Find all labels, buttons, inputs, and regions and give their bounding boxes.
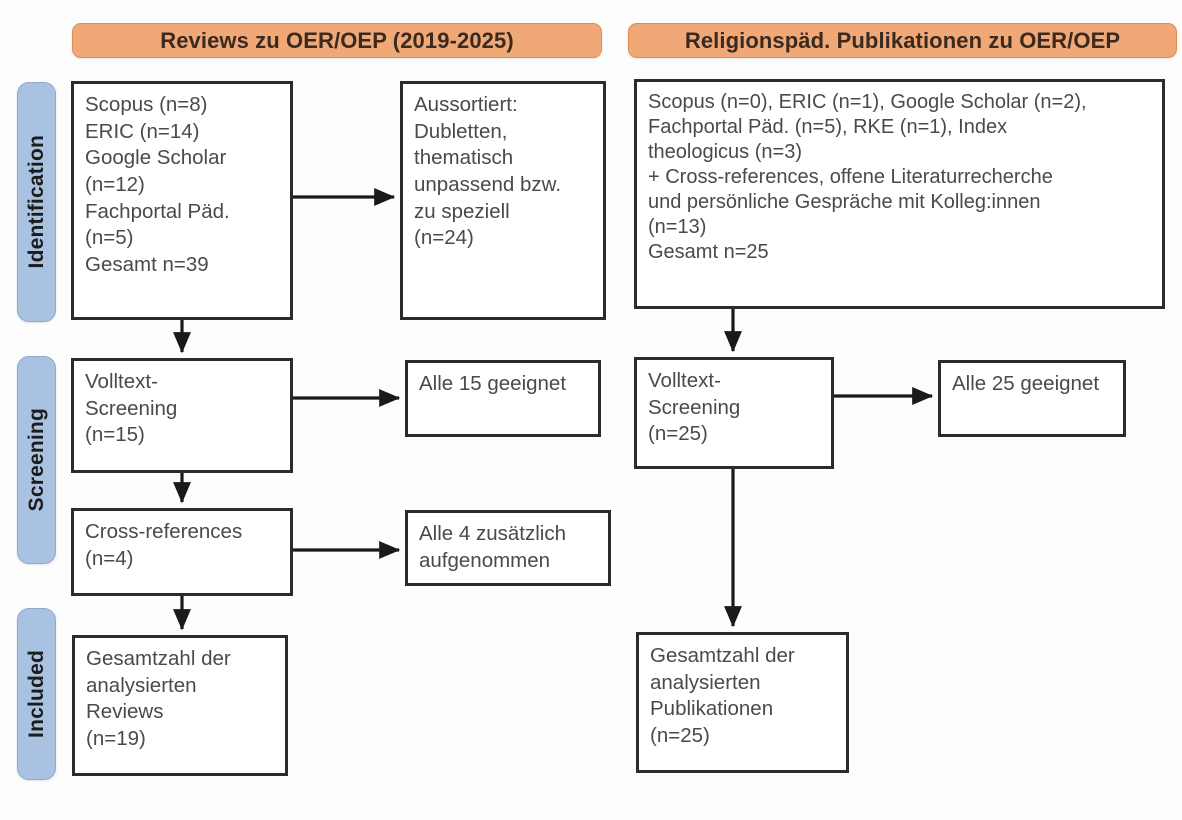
box-left-screening-fulltext-text: Volltext- Screening (n=15) — [85, 370, 178, 447]
box-left-included-total-text: Gesamtzahl der analysierten Reviews (n=1… — [86, 647, 231, 750]
box-left-screening-fulltext: Volltext- Screening (n=15) — [71, 358, 293, 473]
phase-label-identification: Identification — [17, 82, 56, 322]
box-right-included-total-text: Gesamtzahl der analysierten Publikatione… — [650, 644, 795, 747]
box-left-screening-crossrefs-added-text: Alle 4 zusätzlich aufgenommen — [419, 522, 566, 572]
box-left-identification-excluded-text: Aussortiert: Dubletten, thematisch unpas… — [414, 93, 562, 250]
box-right-identification-sources-text: Scopus (n=0), ERIC (n=1), Google Scholar… — [648, 91, 1087, 263]
column-header-religionspaed: Religionspäd. Publikationen zu OER/OEP — [628, 23, 1177, 58]
phase-label-screening-text: Screening — [24, 408, 48, 512]
box-left-screening-eligible: Alle 15 geeignet — [405, 360, 601, 437]
column-header-religionspaed-label: Religionspäd. Publikationen zu OER/OEP — [684, 27, 1121, 53]
column-header-reviews-label: Reviews zu OER/OEP (2019-2025) — [160, 27, 514, 53]
box-left-identification-excluded: Aussortiert: Dubletten, thematisch unpas… — [400, 81, 606, 320]
box-left-screening-crossrefs: Cross-references (n=4) — [71, 508, 293, 596]
box-right-included-total: Gesamtzahl der analysierten Publikatione… — [636, 632, 849, 773]
column-header-reviews: Reviews zu OER/OEP (2019-2025) — [72, 23, 602, 58]
box-left-identification-sources: Scopus (n=8) ERIC (n=14) Google Scholar … — [71, 81, 293, 320]
box-left-identification-sources-text: Scopus (n=8) ERIC (n=14) Google Scholar … — [85, 93, 230, 276]
box-right-screening-eligible: Alle 25 geeignet — [938, 360, 1126, 437]
phase-label-screening: Screening — [17, 356, 56, 564]
box-left-screening-eligible-text: Alle 15 geeignet — [419, 372, 567, 395]
box-right-screening-fulltext: Volltext- Screening (n=25) — [634, 357, 834, 469]
phase-label-identification-text: Identification — [24, 135, 48, 269]
box-right-screening-eligible-text: Alle 25 geeignet — [952, 372, 1100, 395]
box-left-screening-crossrefs-added: Alle 4 zusätzlich aufgenommen — [405, 510, 611, 586]
phase-label-included: Included — [17, 608, 56, 780]
box-right-identification-sources: Scopus (n=0), ERIC (n=1), Google Scholar… — [634, 79, 1165, 309]
box-left-included-total: Gesamtzahl der analysierten Reviews (n=1… — [72, 635, 288, 776]
box-right-screening-fulltext-text: Volltext- Screening (n=25) — [648, 369, 741, 446]
box-left-screening-crossrefs-text: Cross-references (n=4) — [85, 520, 243, 570]
phase-label-included-text: Included — [24, 650, 48, 738]
